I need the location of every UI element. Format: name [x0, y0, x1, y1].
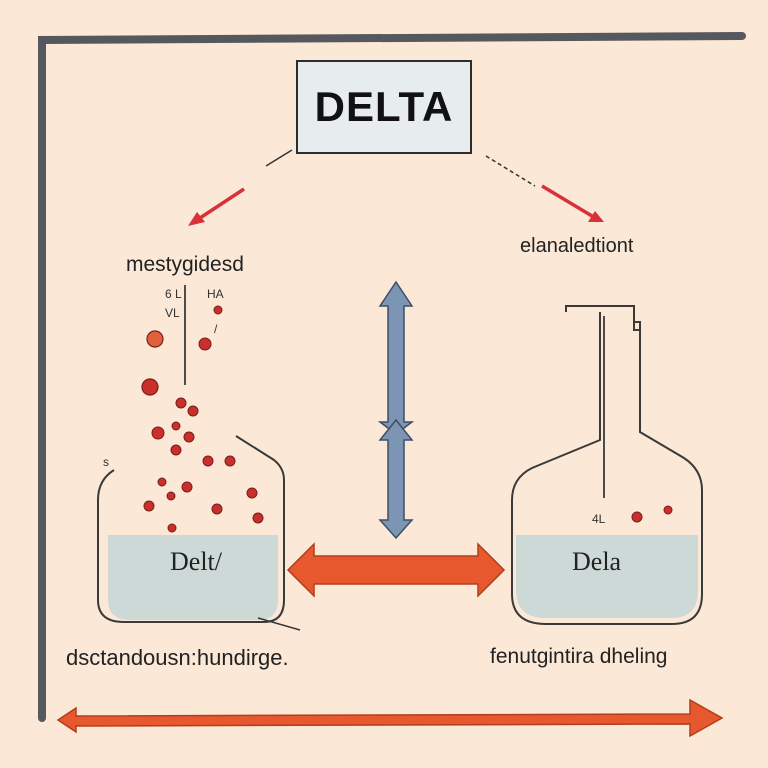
particle-icon: [181, 481, 193, 493]
double-arrow-icon: [377, 280, 415, 540]
tiny-label-f: 4L: [592, 512, 606, 526]
red-arrow-icon: [541, 184, 604, 222]
tiny-label-e: s: [103, 455, 109, 469]
particle-icon: [202, 455, 214, 467]
particle-icon: [211, 503, 223, 515]
right-beaker-text: Dela: [572, 547, 622, 576]
flask-icon: [511, 305, 703, 625]
diagram-title: DELTA: [314, 83, 454, 130]
left-label: mestygidesd: [126, 253, 244, 276]
particle-icon: [183, 431, 195, 443]
particle-icon: [146, 330, 164, 348]
beaker-icon: [97, 285, 301, 631]
particle-icon: [141, 378, 159, 396]
particle-icon: [224, 455, 236, 467]
particle-icon: [151, 426, 165, 440]
particle-icon: [166, 491, 176, 501]
tiny-label-d: /: [214, 322, 218, 336]
title-box: DELTA: [296, 60, 472, 154]
particle-group-right: [631, 505, 673, 523]
tiny-label-b: HA: [207, 287, 224, 301]
double-arrow-icon: [56, 698, 724, 738]
particle-icon: [631, 511, 643, 523]
right-caption: fenutgintira dheling: [490, 645, 668, 668]
particle-icon: [187, 405, 199, 417]
particle-icon: [167, 523, 177, 533]
particle-icon: [213, 305, 223, 315]
particle-icon: [170, 444, 182, 456]
red-arrow-icon: [188, 187, 245, 226]
left-beaker-text: Delt/: [170, 547, 222, 576]
particle-group-left: [141, 305, 264, 533]
right-label: elanaledtiont: [520, 235, 634, 257]
tiny-label-a: 6 L: [165, 287, 182, 301]
particle-icon: [252, 512, 264, 524]
title-connector-right: [485, 155, 536, 187]
double-arrow-icon: [286, 542, 506, 598]
tiny-label-c: VL: [165, 306, 180, 320]
particle-icon: [663, 505, 673, 515]
particle-icon: [157, 477, 167, 487]
particle-icon: [198, 337, 212, 351]
left-caption: dsctandousn:hundirge.: [66, 645, 289, 670]
particle-icon: [246, 487, 258, 499]
particle-icon: [175, 397, 187, 409]
particle-icon: [171, 421, 181, 431]
title-connector-left: [265, 149, 293, 167]
particle-icon: [143, 500, 155, 512]
frame-line: [38, 32, 746, 722]
